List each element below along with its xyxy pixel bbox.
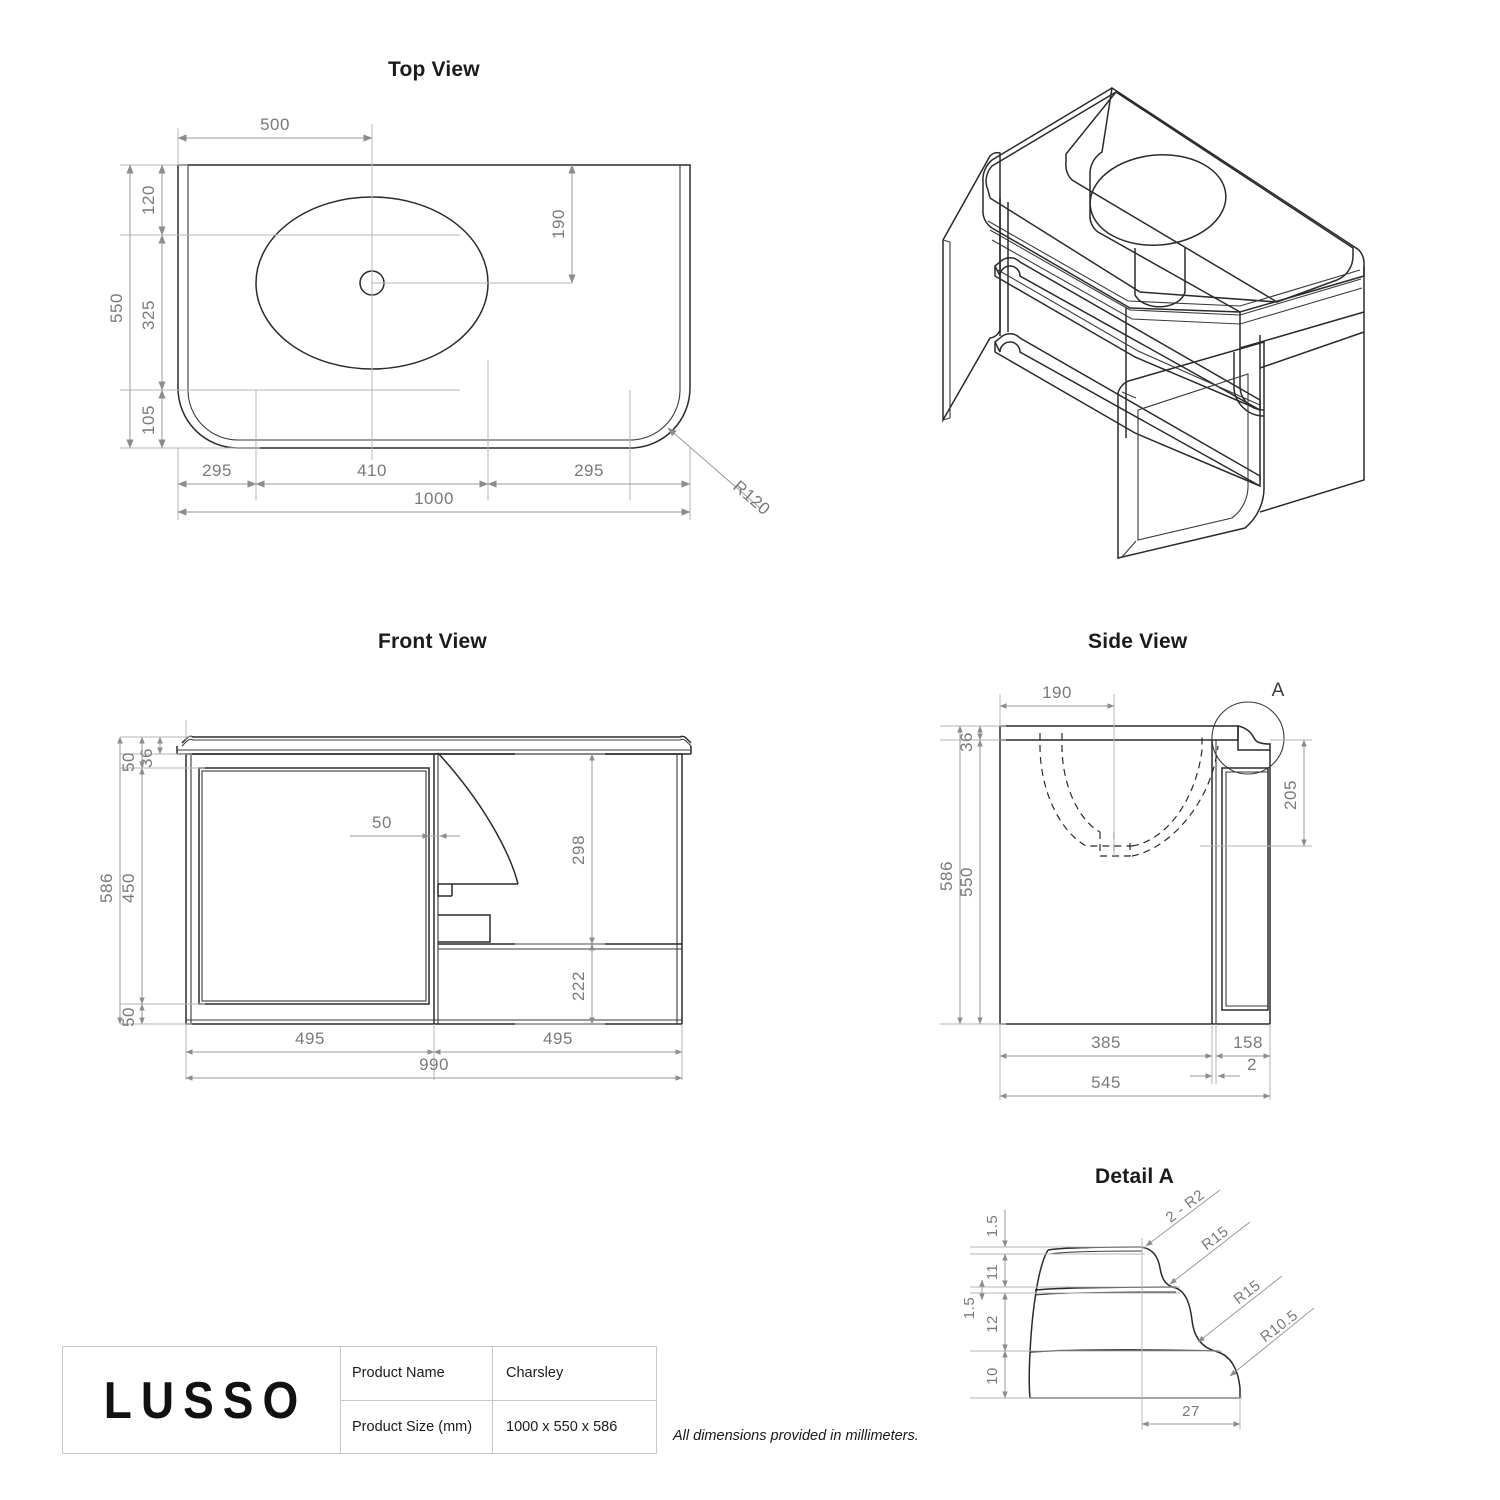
dim-value-325: 325 bbox=[139, 300, 158, 330]
front-left-door bbox=[198, 767, 430, 1005]
dim-value-295-left: 295 bbox=[202, 461, 232, 480]
title-block-fields: Product Name Charsley Product Size (mm) … bbox=[341, 1347, 656, 1453]
front-carcass bbox=[185, 753, 683, 1025]
iso-worktop bbox=[985, 90, 1354, 303]
side-view-drawing: A 190 36 586 bbox=[937, 680, 1312, 1100]
dim-value-990: 990 bbox=[419, 1055, 449, 1074]
value-product-size: 1000 x 550 x 586 bbox=[506, 1418, 618, 1435]
detail-extension-lines bbox=[970, 1238, 1242, 1430]
dim-front-top-stack: 36 50 bbox=[119, 736, 163, 772]
top-view-title: Top View bbox=[388, 58, 480, 81]
brand-logo-cell: LUSSO bbox=[63, 1347, 341, 1453]
worktop-outline bbox=[177, 164, 691, 449]
dim-value-R120: R120 bbox=[729, 477, 774, 519]
value-product-name: Charsley bbox=[506, 1365, 564, 1382]
front-basin-and-drawers bbox=[437, 752, 682, 950]
front-worktop bbox=[176, 735, 692, 755]
dim-front-left-stack: 450 50 586 bbox=[97, 736, 145, 1027]
side-carcass bbox=[999, 740, 1271, 1025]
dim-value-190: 190 bbox=[549, 209, 568, 239]
iso-front-drawer bbox=[1117, 341, 1265, 559]
dim-value-36: 36 bbox=[137, 748, 156, 768]
front-view-title: Front View bbox=[378, 630, 487, 653]
dim-value-500: 500 bbox=[260, 115, 290, 134]
dim-value-550: 550 bbox=[107, 293, 126, 323]
dim-value-105: 105 bbox=[139, 405, 158, 435]
dim-value-10: 10 bbox=[984, 1367, 1001, 1385]
dim-top-width-breakdown: 295 410 295 1000 bbox=[177, 461, 691, 516]
dim-front-door-gap: 50 bbox=[350, 813, 460, 839]
label-product-size: Product Size (mm) bbox=[341, 1400, 493, 1453]
dim-side-basin-center: 190 bbox=[999, 683, 1115, 709]
dim-value-190-side: 190 bbox=[1042, 683, 1072, 702]
title-block: LUSSO Product Name Charsley Product Size… bbox=[62, 1346, 657, 1454]
dim-value-50-gap: 50 bbox=[372, 813, 392, 832]
dim-value-385: 385 bbox=[1091, 1033, 1121, 1052]
dim-value-158: 158 bbox=[1233, 1033, 1263, 1052]
dim-value-1p5-mid: 1.5 bbox=[961, 1297, 978, 1319]
top-extension-lines bbox=[120, 124, 691, 520]
front-extension-lines bbox=[120, 720, 683, 1080]
side-worktop bbox=[999, 725, 1271, 751]
detail-a-callout: A bbox=[1211, 680, 1285, 775]
dim-value-205: 205 bbox=[1281, 780, 1300, 810]
dim-value-11: 11 bbox=[984, 1264, 1001, 1281]
dim-top-basin-offset-x: 500 bbox=[177, 115, 373, 142]
dim-value-1p5-top: 1.5 bbox=[984, 1215, 1001, 1237]
dim-value-27: 27 bbox=[1182, 1403, 1200, 1420]
detail-profile bbox=[1028, 1246, 1241, 1399]
title-block-row-product-name: Product Name Charsley bbox=[341, 1347, 656, 1401]
dim-value-R2: 2 - R2 bbox=[1163, 1186, 1208, 1226]
dim-front-width: 495 495 990 bbox=[185, 1029, 683, 1081]
dim-front-right-stack: 298 222 bbox=[569, 753, 595, 1025]
side-view-title: Side View bbox=[1088, 630, 1188, 653]
dim-top-corner-radius: R120 bbox=[667, 427, 774, 519]
front-view-drawing: 36 50 450 50 586 50 298 222 bbox=[97, 720, 692, 1081]
side-door-panel bbox=[1221, 767, 1269, 1011]
detail-width-dim: 27 bbox=[1141, 1403, 1241, 1427]
dim-value-50-top: 50 bbox=[119, 752, 138, 772]
detail-a-title: Detail A bbox=[1095, 1165, 1175, 1188]
dim-value-586-side: 586 bbox=[937, 861, 956, 891]
top-view-drawing: 500 190 120 325 105 550 295 410 295 bbox=[107, 115, 774, 520]
dim-top-vertical-stack: 120 325 105 550 bbox=[107, 164, 166, 449]
dim-value-298: 298 bbox=[569, 835, 588, 865]
side-basin-hidden bbox=[1039, 733, 1219, 857]
dim-value-495-left: 495 bbox=[295, 1029, 325, 1048]
dim-side-drawer-zone: 205 bbox=[1281, 739, 1307, 847]
title-block-row-product-size: Product Size (mm) 1000 x 550 x 586 bbox=[341, 1400, 656, 1453]
dim-value-2: 2 bbox=[1247, 1055, 1257, 1074]
detail-vertical-dims: 1.5 11 1.5 12 10 bbox=[961, 1210, 1008, 1399]
dim-value-R10p5: R10.5 bbox=[1257, 1307, 1301, 1346]
dim-top-basin-offset-y: 190 bbox=[549, 164, 576, 284]
dim-value-222: 222 bbox=[569, 971, 588, 1001]
dim-value-545: 545 bbox=[1091, 1073, 1121, 1092]
dim-value-120: 120 bbox=[139, 185, 158, 215]
dim-value-410: 410 bbox=[357, 461, 387, 480]
dim-value-550-side: 550 bbox=[957, 867, 976, 897]
iso-carcass bbox=[942, 151, 1365, 513]
dim-value-450: 450 bbox=[119, 873, 138, 903]
dim-value-1000: 1000 bbox=[414, 489, 454, 508]
dim-side-depths: 385 158 2 545 bbox=[999, 1033, 1271, 1099]
units-note: All dimensions provided in millimeters. bbox=[673, 1428, 919, 1444]
dim-value-295-right: 295 bbox=[574, 461, 604, 480]
dim-side-heights: 586 550 bbox=[937, 725, 983, 1025]
detail-a-drawing: 1.5 11 1.5 12 10 2 - R2 R15 R15 R10.5 27 bbox=[961, 1186, 1315, 1430]
detail-callout-label: A bbox=[1272, 680, 1285, 701]
detail-radius-leaders: 2 - R2 R15 R15 R10.5 bbox=[1145, 1186, 1315, 1377]
dim-value-586: 586 bbox=[97, 873, 116, 903]
iso-body bbox=[982, 86, 1365, 349]
label-product-name: Product Name bbox=[341, 1347, 493, 1400]
dim-value-50-bottom: 50 bbox=[119, 1007, 138, 1027]
isometric-view-drawing bbox=[942, 86, 1365, 559]
brand-logo: LUSSO bbox=[103, 1370, 308, 1430]
dim-value-12: 12 bbox=[984, 1315, 1001, 1333]
dim-value-495-right: 495 bbox=[543, 1029, 573, 1048]
